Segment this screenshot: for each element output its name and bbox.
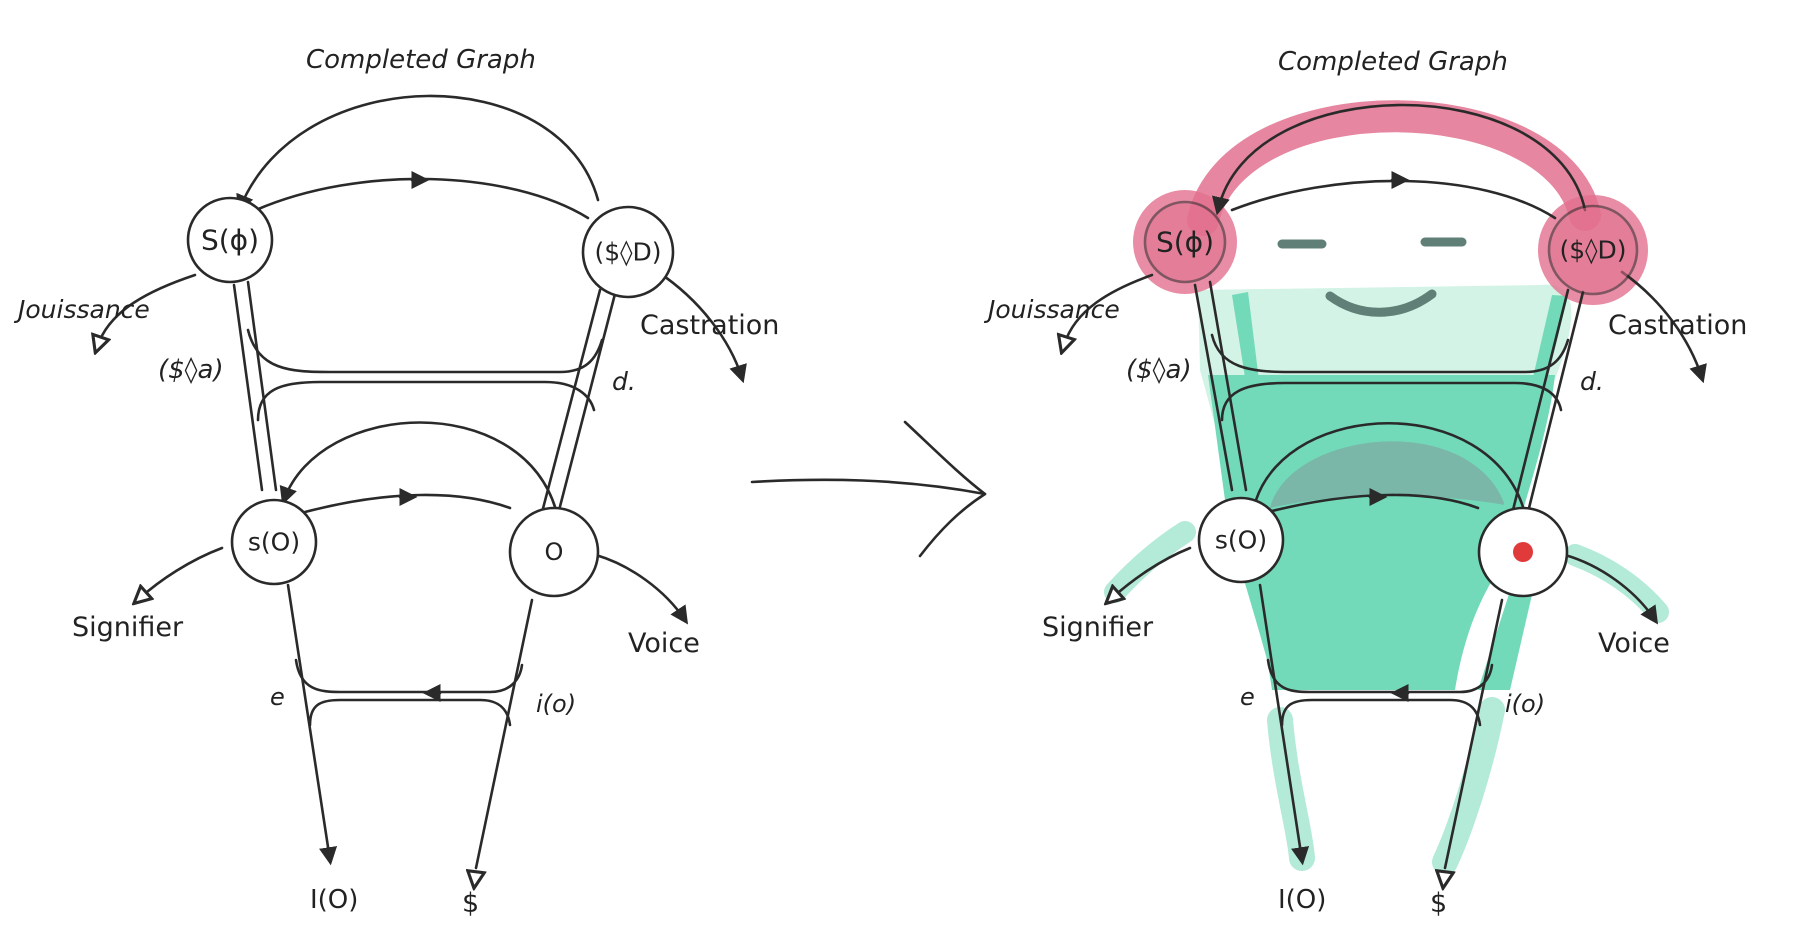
left-node-s-phi-label: S(ϕ): [201, 224, 259, 257]
right-smile: [1325, 289, 1437, 317]
left-node-o-label: O: [545, 538, 564, 566]
transform-arrow: [750, 420, 987, 558]
right-lower-vector: [1266, 493, 1480, 514]
left-label-voice: Voice: [628, 628, 700, 659]
transform-arrow-shaft: [750, 478, 987, 496]
right-label-i-o: i(o): [1505, 690, 1545, 718]
right-descender-right: [1443, 598, 1504, 870]
right-upper-vector: [1230, 179, 1557, 220]
left-graph: Completed Graph S(ϕ) ($◊D) s(O) O Jouiss…: [13, 45, 779, 919]
right-jouissance-line: [1064, 273, 1154, 345]
right-label-s-a: ($◊a): [1126, 355, 1192, 385]
left-label-d: d.: [612, 367, 636, 396]
left-outer-left-line: [232, 283, 264, 492]
right-title: Completed Graph: [1278, 47, 1508, 77]
left-lower-vector: [303, 493, 512, 514]
right-leg-right-highlight: [1432, 697, 1505, 875]
left-jouissance-line: [98, 273, 197, 345]
right-arm-right-highlight: [1564, 544, 1669, 623]
left-node-s-d-label: ($◊D): [594, 238, 661, 267]
right-outer-left-line: [1193, 283, 1234, 492]
right-node-s-phi: [1143, 200, 1227, 284]
left-node-s-o: [230, 498, 318, 586]
right-arm-left-highlight: [1104, 521, 1196, 603]
right-label-subject: $: [1430, 888, 1447, 919]
right-headphone-band: [1187, 100, 1601, 236]
left-label-jouissance: Jouissance: [13, 295, 150, 324]
right-lower-arc: [1254, 422, 1526, 512]
right-label-jouissance: Jouissance: [983, 295, 1120, 324]
right-node-o-red-dot: [1513, 542, 1533, 562]
right-inner-left-line: [1208, 280, 1248, 492]
right-node-s-o-label: s(O): [1215, 526, 1267, 555]
right-label-voice: Voice: [1598, 628, 1670, 659]
right-signifier-line: [1112, 546, 1192, 598]
right-label-d: d.: [1580, 367, 1604, 396]
left-title: Completed Graph: [306, 45, 536, 75]
left-mid-loop: [246, 328, 604, 374]
left-subject-start: [475, 872, 476, 880]
right-label-big-i: I(O): [1278, 885, 1326, 915]
right-node-s-d: [1547, 204, 1639, 296]
left-bottom-loop: [294, 658, 524, 694]
left-label-i-o: i(o): [536, 690, 576, 718]
right-belly-dark: [1270, 441, 1505, 508]
left-node-o: [508, 506, 600, 598]
left-voice-line: [594, 553, 689, 625]
right-bottom-loop: [1266, 658, 1494, 694]
right-right-limb-fill: [1500, 295, 1568, 522]
left-bottom-loop-lower: [308, 698, 512, 727]
right-outer-right-line: [1508, 288, 1570, 524]
left-signifier-line: [140, 546, 224, 598]
right-body-fill: [1208, 375, 1555, 690]
right-mid-loop: [1210, 333, 1570, 374]
left-label-s-a: ($◊a): [158, 355, 224, 385]
right-node-s-d-label: ($◊D): [1559, 236, 1626, 265]
right-node-s-phi-label: S(ϕ): [1156, 226, 1214, 259]
transform-arrow-head: [903, 420, 987, 558]
left-node-s-o-label: s(O): [248, 528, 300, 557]
right-label-signifier: Signifier: [1042, 612, 1154, 643]
right-label-castration: Castration: [1608, 310, 1747, 341]
left-upper-vector: [254, 177, 590, 220]
left-label-e: e: [270, 683, 285, 711]
left-mid-loop-lower: [256, 380, 596, 422]
right-node-s-o: [1197, 496, 1285, 584]
right-label-e: e: [1240, 683, 1255, 711]
right-bottom-loop-lower: [1280, 698, 1482, 727]
left-descender-right: [474, 598, 534, 870]
left-outer-right-line: [538, 288, 602, 522]
right-left-limb-fill: [1232, 292, 1272, 485]
left-label-subject: $: [462, 888, 479, 919]
left-label-castration: Castration: [640, 310, 779, 341]
left-label-big-i: I(O): [310, 885, 358, 915]
right-lower-left-fill: [1252, 560, 1310, 690]
right-top-arc: [1211, 103, 1587, 216]
left-node-s-phi: [186, 196, 274, 284]
right-mid-loop-lower: [1220, 381, 1563, 422]
right-subject-start: [1444, 872, 1445, 880]
left-lower-arc: [279, 421, 558, 512]
right-graph: Completed Graph S(ϕ) ($◊D) s(O) Jouis: [983, 47, 1747, 919]
right-voice-line: [1563, 553, 1659, 625]
left-label-signifier: Signifier: [72, 612, 184, 643]
left-node-s-d: [581, 205, 675, 299]
right-inner-right-line: [1523, 290, 1585, 526]
left-inner-right-line: [554, 288, 618, 524]
left-inner-left-line: [246, 280, 278, 492]
left-top-arc: [236, 94, 600, 214]
right-castration-line: [1620, 270, 1707, 384]
left-castration-line: [656, 270, 747, 384]
